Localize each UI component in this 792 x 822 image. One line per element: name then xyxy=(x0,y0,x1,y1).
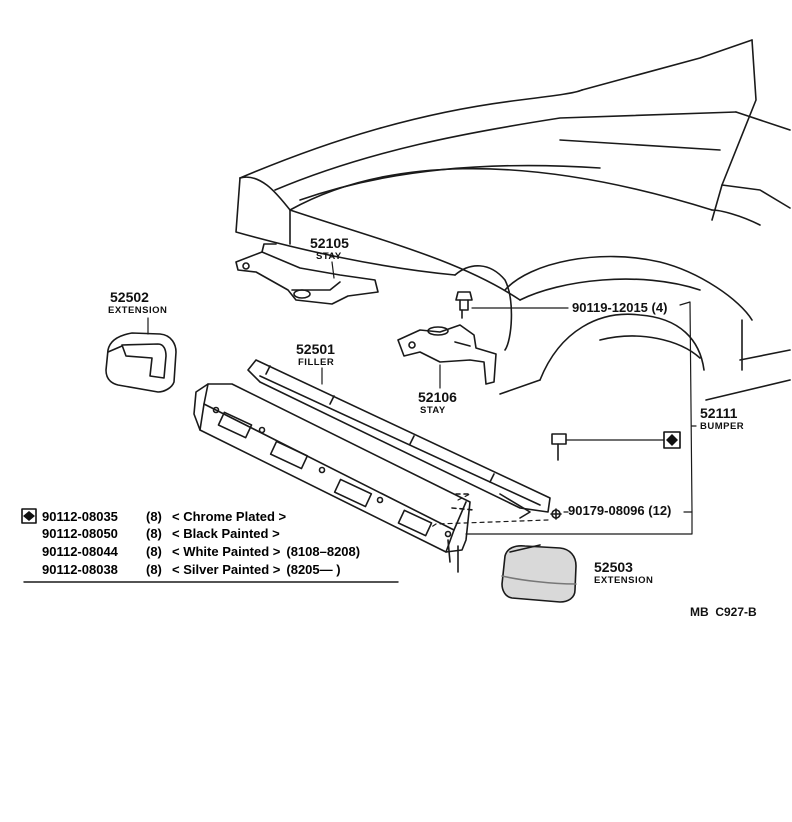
bolt-qty: (8) xyxy=(146,526,162,541)
bolt-qty: (8) xyxy=(146,544,162,559)
bolt-code: 90112-08038 xyxy=(42,562,118,577)
filler-52501-part xyxy=(247,359,551,519)
stay-52106-part xyxy=(397,324,497,385)
leader-lines xyxy=(23,261,697,583)
extension-52503-part xyxy=(501,544,577,603)
bolt-desc: < White Painted > xyxy=(172,544,281,559)
bolt-desc: < Chrome Plated > xyxy=(172,509,287,524)
part-number-52501: 52501 xyxy=(296,341,335,357)
part-number-52105: 52105 xyxy=(310,235,349,251)
bolt-code: 90112-08050 xyxy=(42,526,118,541)
bolt-90112-part xyxy=(550,433,567,520)
bolt-date: (8205— ) xyxy=(286,562,341,577)
part-number-52502: 52502 xyxy=(110,289,149,305)
diamond-mark-icon xyxy=(663,431,681,449)
part-name-52105: STAY xyxy=(316,251,342,262)
part-name-52111: BUMPER xyxy=(700,421,745,432)
bumper-52111-part xyxy=(193,383,475,573)
fastener-code-90179: 90179-08096 xyxy=(568,503,645,518)
bolt-90119-part xyxy=(455,291,473,319)
part-number-52106: 52106 xyxy=(418,389,457,405)
bolt-desc: < Black Painted > xyxy=(172,526,280,541)
stay-52105-part xyxy=(235,243,379,305)
part-number-52503: 52503 xyxy=(594,559,633,575)
bolt-list-row: 90112-08050 (8) < Black Painted > xyxy=(42,527,286,540)
bolt-list-row: 90112-08035 (8) < Chrome Plated > xyxy=(42,510,292,523)
part-name-52503: EXTENSION xyxy=(594,575,654,586)
extension-52502-part xyxy=(105,332,177,393)
bolt-qty: (8) xyxy=(146,509,162,524)
diagram-code: MB C927-B xyxy=(690,605,757,619)
part-number-52111: 52111 xyxy=(700,405,738,421)
part-name-52502: EXTENSION xyxy=(108,305,168,316)
vehicle-body xyxy=(235,39,791,401)
fastener-number-90179: 90179-08096 (12) xyxy=(568,504,671,517)
fastener-code-90119: 90119-12015 xyxy=(572,300,648,315)
bolt-qty: (8) xyxy=(146,562,162,577)
bolt-date: (8108–8208) xyxy=(286,544,361,559)
part-name-52501: FILLER xyxy=(298,357,335,368)
fastener-qty-90179: (12) xyxy=(648,503,672,518)
bolt-list-row: 90112-08038 (8) < Silver Painted > (8205— ) xyxy=(42,563,341,576)
chrome-mark-icon xyxy=(21,508,37,524)
bolt-desc: < Silver Painted > xyxy=(172,562,281,577)
fastener-qty-90119: (4) xyxy=(651,300,668,315)
fastener-number-90119: 90119-12015 (4) xyxy=(572,301,667,314)
part-name-52106: STAY xyxy=(420,405,446,416)
bolt-code: 90112-08044 xyxy=(42,544,118,559)
bolt-list-row: 90112-08044 (8) < White Painted > (8108–820… xyxy=(42,545,360,558)
bolt-code: 90112-08035 xyxy=(42,509,118,524)
